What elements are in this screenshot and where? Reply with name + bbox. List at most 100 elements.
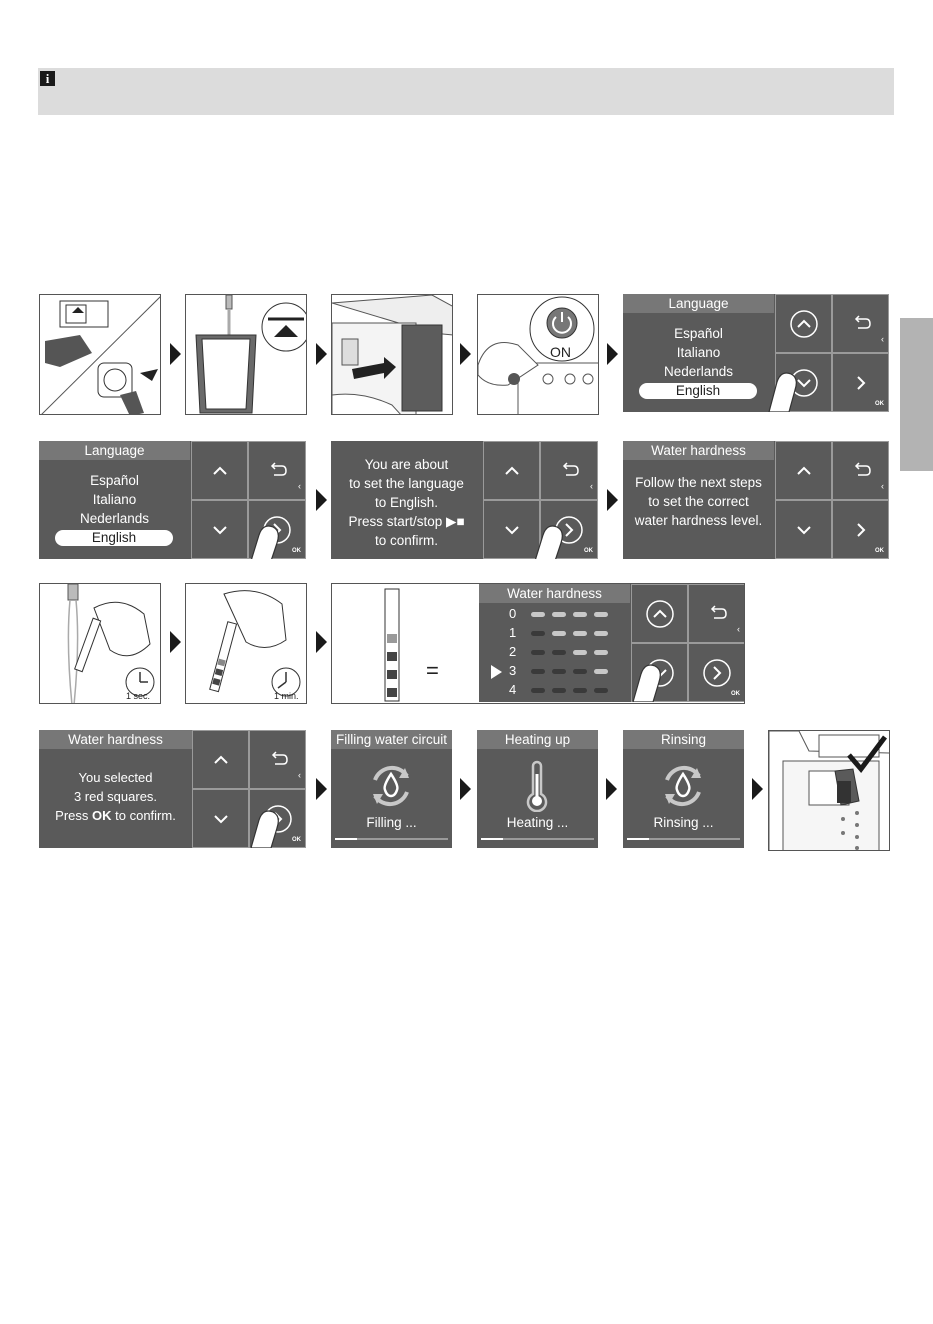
language-screen-confirm: Language Español Italiano Nederlands Eng…	[39, 441, 306, 559]
message-line: to set the correct	[648, 494, 749, 509]
up-button[interactable]	[775, 441, 832, 500]
hardness-dash	[594, 688, 608, 693]
back-button[interactable]: ‹	[249, 730, 306, 789]
back-button[interactable]: ‹	[540, 441, 598, 500]
chevron-down-icon	[213, 814, 228, 823]
step-wait-strip: 1 min.	[185, 583, 307, 704]
hardness-level-row[interactable]: 0	[479, 605, 630, 624]
plug-in-illustration	[41, 296, 160, 414]
language-option[interactable]: Nederlands	[663, 364, 734, 379]
hardness-dash	[573, 650, 587, 655]
hardness-level-row[interactable]: 4	[479, 681, 630, 700]
down-button[interactable]	[483, 500, 540, 559]
up-button[interactable]	[191, 441, 248, 500]
step-arrow-icon	[316, 343, 327, 365]
progress-fill	[627, 838, 649, 840]
screen-title: Rinsing	[623, 730, 744, 749]
language-option[interactable]: Italiano	[676, 345, 721, 360]
ok-label: OK	[731, 691, 740, 697]
small-chevron-icon: ‹	[881, 334, 884, 344]
ok-label: OK	[875, 401, 884, 407]
message-line: Follow the next steps	[635, 475, 762, 490]
finger-icon	[768, 372, 797, 412]
step-arrow-icon	[460, 343, 471, 365]
small-chevron-icon: ‹	[881, 481, 884, 491]
language-option[interactable]: Español	[674, 326, 723, 341]
language-option-selected[interactable]: English	[55, 530, 173, 546]
screen-title: Water hardness	[479, 584, 630, 603]
hardness-level-row[interactable]: 3	[479, 662, 630, 681]
up-button[interactable]	[631, 584, 688, 643]
refresh-drop-icon	[665, 765, 701, 807]
language-option[interactable]: Español	[90, 473, 139, 488]
next-button[interactable]: OK	[832, 500, 889, 559]
down-button[interactable]	[192, 789, 249, 848]
ok-label: OK	[584, 548, 593, 554]
on-label: ON	[550, 344, 571, 360]
timer-label: 1 min.	[274, 691, 299, 701]
dip-strip-illustration	[67, 584, 155, 703]
screen-title: Water hardness	[39, 730, 192, 749]
down-button[interactable]	[775, 500, 832, 559]
message-line: Press start/stop ▶■	[348, 514, 465, 529]
message-text: Press	[55, 808, 89, 823]
hardness-dash	[594, 631, 608, 636]
timer-label: 1 sec.	[126, 691, 151, 701]
message-line: to set the language	[349, 476, 464, 491]
step-rinse-done	[768, 730, 890, 851]
language-screen: Language Español Italiano Nederlands Eng…	[623, 294, 889, 412]
step-arrow-icon	[316, 778, 327, 800]
up-button[interactable]	[775, 294, 832, 353]
message-line: to English.	[374, 495, 439, 510]
screen-title: Language	[39, 441, 190, 460]
step-arrow-icon	[316, 631, 327, 653]
fill-tank-illustration	[195, 295, 306, 414]
step-arrow-icon	[170, 343, 181, 365]
progress-bar	[627, 838, 740, 840]
ok-button[interactable]: OK	[832, 353, 889, 412]
step-insert-tank	[331, 294, 453, 415]
language-option[interactable]: Nederlands	[79, 511, 150, 526]
power-on-illustration	[478, 296, 598, 414]
message-line: You selected	[78, 770, 153, 785]
hardness-dash	[552, 650, 566, 655]
ok-label: OK	[292, 548, 301, 554]
step-fill-tank	[185, 294, 307, 415]
message-line: Press OK to confirm.	[39, 806, 192, 825]
finger-icon	[534, 525, 563, 559]
back-button[interactable]: ‹	[248, 441, 306, 500]
chevron-up-icon	[212, 466, 227, 475]
screen-title: Water hardness	[623, 441, 774, 460]
progress-fill	[335, 838, 357, 840]
message-text: to confirm.	[115, 808, 176, 823]
ok-button[interactable]: OK	[688, 643, 744, 702]
refresh-drop-icon	[373, 765, 409, 807]
language-option[interactable]: Italiano	[92, 492, 137, 507]
finger-icon	[250, 525, 279, 559]
language-option-selected[interactable]: English	[639, 383, 757, 399]
ok-text: OK	[92, 808, 112, 823]
rinse-done-illustration	[769, 731, 889, 850]
down-button[interactable]	[191, 500, 248, 559]
small-chevron-icon: ‹	[298, 481, 301, 491]
hardness-dash	[552, 612, 566, 617]
back-button[interactable]: ‹	[832, 441, 889, 500]
small-chevron-icon: ‹	[298, 770, 301, 780]
rinsing-screen: Rinsing Rinsing ...	[623, 730, 744, 848]
hardness-dash	[573, 631, 587, 636]
ok-label: OK	[292, 837, 301, 843]
up-button[interactable]	[192, 730, 249, 789]
hardness-dash	[531, 650, 545, 655]
up-button[interactable]	[483, 441, 540, 500]
hardness-dash	[594, 669, 608, 674]
back-button[interactable]: ‹	[688, 584, 744, 643]
hardness-level-number: 2	[509, 644, 517, 659]
back-button[interactable]: ‹	[832, 294, 889, 353]
step-arrow-icon	[170, 631, 181, 653]
hardness-level-row[interactable]: 2	[479, 643, 630, 662]
hardness-level-row[interactable]: 1	[479, 624, 630, 643]
step-arrow-icon	[752, 778, 763, 800]
step-arrow-icon	[460, 778, 471, 800]
heating-screen: Heating up Heating ...	[477, 730, 598, 848]
